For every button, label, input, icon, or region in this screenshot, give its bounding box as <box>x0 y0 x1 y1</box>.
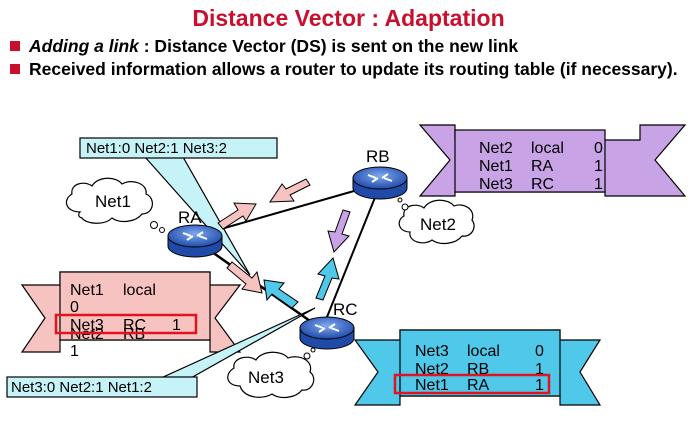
bullet-square-icon <box>10 41 20 51</box>
ra-row-net: Net2 <box>70 326 104 343</box>
rb-routing-table <box>418 124 687 197</box>
rc-row-dist: 1 <box>535 361 544 378</box>
ra-vector-text: Net1:0 Net2:1 Net3:2 <box>86 140 227 157</box>
net2-cloud: Net2 <box>397 197 475 245</box>
ra-row-net: Net3 <box>70 317 104 334</box>
net3-cloud: Net3 <box>227 347 316 399</box>
ra-row-net: Net1 <box>70 282 104 299</box>
ra-row-via: local <box>123 282 156 299</box>
net3-label: Net3 <box>248 368 284 387</box>
rc-vector-text: Net3:0 Net2:1 Net1:2 <box>11 379 152 396</box>
rc-routing-table <box>353 329 602 406</box>
arrow-rc-to-rb <box>315 257 340 301</box>
router-rc-label: RC <box>333 300 358 319</box>
net1-label: Net1 <box>95 192 131 211</box>
bullet-text: Received information allows a router to … <box>29 59 678 79</box>
link-rb-rc <box>324 189 379 323</box>
rb-row-net: Net1 <box>479 158 513 175</box>
bullet-emphasis: Adding a link <box>29 36 139 56</box>
rc-row-dist: 1 <box>535 377 544 394</box>
rb-row-dist: 1 <box>594 158 603 175</box>
arrow-rc-to-ra <box>263 279 299 309</box>
arrow-ra-to-rb <box>217 202 257 230</box>
ra-table-rows: Net1 local 0 Net2 RB 1 Net3 RC 1 <box>70 282 181 360</box>
link-ra-rb <box>199 184 376 236</box>
net1-cloud: Net1 <box>65 177 165 233</box>
rc-vector-callout: Net3:0 Net2:1 Net1:2 <box>6 376 198 398</box>
ra-vector-callout: Net1:0 Net2:1 Net3:2 <box>79 137 278 159</box>
router-rc-icon <box>299 316 355 350</box>
bullet-text: Adding a link : Distance Vector (DS) is … <box>29 36 518 57</box>
ra-row-via: RB <box>123 326 145 343</box>
ra-row-via: RC <box>123 317 146 334</box>
rb-row-net: Net2 <box>479 140 513 157</box>
router-rb-icon <box>352 166 408 200</box>
rc-row-dist: 0 <box>535 343 544 360</box>
ra-row-dist: 0 <box>70 299 79 316</box>
rb-row-dist: 0 <box>594 140 603 157</box>
rc-row-via: local <box>467 343 500 360</box>
rb-row-via: RC <box>531 176 554 193</box>
bullet-list: Adding a link : Distance Vector (DS) is … <box>8 36 693 82</box>
rc-row-net: Net3 <box>415 343 449 360</box>
rb-row-net: Net3 <box>479 176 513 193</box>
router-rb-label: RB <box>366 147 390 166</box>
bullet-square-icon <box>10 64 20 74</box>
rb-row-via: local <box>531 140 564 157</box>
rc-row-net: Net1 <box>415 377 449 394</box>
ra-row-dist: 1 <box>172 317 181 334</box>
router-ra-label: RA <box>178 208 202 227</box>
rc-new-entry-highlight <box>393 373 551 395</box>
arrow-rb-to-rc <box>327 209 351 253</box>
rb-table-rows: Net2 local 0 Net1 RA 1 Net3 RC 1 <box>479 140 603 193</box>
rc-row-via: RA <box>467 377 490 394</box>
arrow-ra-to-rc <box>226 261 263 294</box>
rb-row-dist: 1 <box>594 176 603 193</box>
net2-label: Net2 <box>420 215 456 234</box>
bullet-rest: : Distance Vector (DS) is sent on the ne… <box>138 36 519 56</box>
arrow-rb-to-ra <box>269 178 311 203</box>
page-title: Distance Vector : Adaptation <box>192 5 505 31</box>
bullet-item: Received information allows a router to … <box>8 59 693 80</box>
bullet-item: Adding a link : Distance Vector (DS) is … <box>8 36 693 57</box>
ra-row-dist: 1 <box>70 343 79 360</box>
rb-row-via: RA <box>531 158 554 175</box>
router-ra-icon <box>167 224 223 258</box>
ra-new-entry-highlight <box>54 313 198 335</box>
